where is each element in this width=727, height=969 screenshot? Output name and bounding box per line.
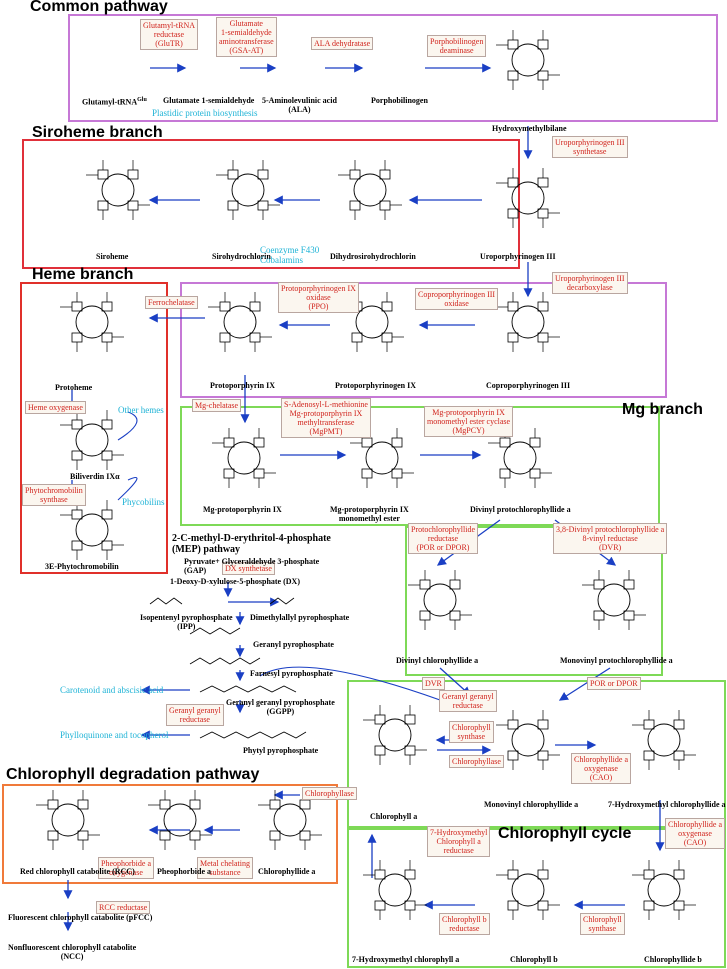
enzyme-rcc-reductase: RCC reductase	[96, 901, 151, 914]
enzyme-chlb-reductase: Chlorophyll b reductase	[439, 913, 490, 935]
enzyme-pbgd: Porphobilinogen deaminase	[427, 35, 487, 57]
degradation-box	[2, 784, 338, 884]
section-title-degradation: Chlorophyll degradation pathway	[6, 766, 260, 783]
enzyme-mgpmt: S-Adenosyl-L-methionine Mg-protoporphyri…	[281, 398, 371, 438]
compound-dmapp: Dimethylallyl pyrophosphate	[250, 613, 350, 622]
enzyme-dx-synthetase: DX synthetase	[222, 562, 275, 575]
compound-protoporphyrin-ix: Protoporphyrin IX	[210, 381, 275, 390]
enzyme-ggr-1: Geranyl geranyl reductase	[439, 690, 497, 712]
compound-monovinyl-chlorophyllide: Monovinyl chlorophyllide a	[484, 800, 579, 809]
molecule-structures	[35, 29, 697, 921]
section-title-siroheme: Siroheme branch	[32, 124, 163, 141]
enzyme-chlorophyllase-1: Chlorophyllase	[449, 755, 504, 768]
compound-mg-protoporphyrin-me: Mg-protoporphyrin IX monomethyl ester	[330, 505, 409, 523]
enzyme-alad: ALA dehydratase	[311, 37, 374, 50]
compound-uroporphyrinogen-iii: Uroporphyrinogen III	[480, 252, 556, 261]
enzyme-dvr-1: 3,8-Divinyl protochlorophyllide a 8-viny…	[553, 523, 668, 554]
enzyme-chlorophyllase-2: Chlorophyllase	[302, 787, 357, 800]
compound-hydroxymethyl-chlorophyll-a: 7-Hydroxymethyl chlorophyll a	[352, 955, 460, 964]
side-plastidic-protein: Plastidic protein biosynthesis	[152, 108, 258, 118]
compound-ncc: Nonfluorescent chlorophyll catabolite (N…	[8, 943, 137, 961]
compound-protoheme: Protoheme	[55, 383, 93, 392]
compound-fpp: Farnesyl pyrophosphate	[250, 669, 333, 678]
compound-divinyl-chlorophyllide: Divinyl chlorophyllide a	[396, 656, 479, 665]
compound-phytyl-pp: Phytyl pyrophosphate	[243, 746, 319, 755]
compound-pyruvate-gap: Pyruvate+ Glyceraldehyde 3-phosphate (GA…	[184, 557, 320, 575]
compound-siroheme: Siroheme	[96, 252, 129, 261]
compound-chlorophyll-a: Chlorophyll a	[370, 812, 418, 821]
enzyme-urod: Uroporphyrinogen III decarboxylase	[552, 272, 628, 294]
compound-pfcc: Fluorescent chlorophyll catabolite (pFCC…	[8, 913, 153, 922]
compound-coproporphyrinogen-iii: Coproporphyrinogen III	[486, 381, 571, 390]
enzyme-pcbs: Phytochromobilin synthase	[22, 484, 86, 506]
section-title-mg: Mg branch	[622, 401, 703, 418]
chlorophyll-cycle-box	[347, 828, 726, 968]
enzyme-mcs: Metal chelating substance	[197, 857, 253, 879]
enzyme-por: Protochlorophyllide reductase (POR or DP…	[408, 523, 478, 554]
enzyme-ferrochelatase: Ferrochelatase	[145, 296, 198, 309]
mg-branch-lower-box	[405, 526, 663, 676]
enzyme-chlorophyll-synthase: Chlorophyll synthase	[449, 721, 494, 743]
compound-phytochromobilin: 3E-Phytochromobilin	[45, 562, 119, 571]
enzyme-hmcr: 7-Hydroxymethyl Chlorophyll a reductase	[427, 826, 491, 857]
compound-dx: 1-Deoxy-D-xylulose-5-phosphate (DX)	[170, 577, 300, 586]
side-carotenoid: Carotenoid and abscisic acid	[60, 685, 164, 695]
common-pathway-box	[68, 14, 718, 122]
enzyme-chlorophyll-synthase-2: Chlorophyll synthase	[580, 913, 625, 935]
compound-hydroxymethyl-chlorophyllide: 7-Hydroxymethyl chlorophyllide a	[608, 800, 726, 809]
compound-glutamyl-trna-sup: Glu	[137, 97, 147, 103]
compound-sirohydrochlorin: Sirohydrochlorin	[212, 252, 271, 261]
compound-gpp: Geranyl pyrophosphate	[253, 640, 334, 649]
compound-ala: 5-Aminolevulinic acid (ALA)	[262, 96, 337, 114]
enzyme-pao: Pheophorbide a oxygenase	[98, 857, 154, 879]
compound-rcc: Red chlorophyll catabolite (RCC)	[20, 867, 135, 876]
siroheme-branch-box	[22, 139, 520, 269]
section-title-cycle: Chlorophyll cycle	[498, 825, 632, 842]
compound-ipp: Isopentenyl pyrophosphate (IPP)	[140, 613, 233, 631]
enzyme-cpox: Coproporphyrinogen III oxidase	[415, 288, 499, 310]
compound-pbg: Porphobilinogen	[371, 96, 428, 105]
enzyme-uros: Uroporphyrinogen III synthetase	[552, 136, 628, 158]
side-coenzyme-f430: Coenzyme F430 Cobalamins	[260, 245, 320, 265]
enzyme-heme-oxygenase: Heme oxygenase	[25, 401, 86, 414]
compound-chlorophyllide-a: Chlorophyllide a	[258, 867, 316, 876]
compound-pheophorbide: Pheophorbide a	[157, 867, 212, 876]
side-other-hemes: Other hemes	[118, 405, 164, 415]
compound-mg-protoporphyrin: Mg-protoporphyrin IX	[203, 505, 282, 514]
enzyme-mg-chelatase: Mg-chelatase	[192, 399, 242, 412]
compound-gsa: Glutamate 1-semialdehyde	[163, 96, 255, 105]
enzyme-por-2: POR or DPOR	[587, 677, 641, 690]
chlorophyll-a-box	[347, 680, 726, 828]
compound-dihydrosirohydrochlorin: Dihydrosirohydrochlorin	[330, 252, 416, 261]
compound-chlorophyllide-b: Chlorophyllide b	[644, 955, 702, 964]
section-title-common: Common pathway	[30, 0, 168, 15]
compound-protoporphyrinogen-ix: Protoporphyrinogen IX	[335, 381, 416, 390]
compound-divinyl-protochlorophyllide: Divinyl protochlorophyllide a	[470, 505, 571, 514]
compound-ggpp: Geranyl geranyl pyrophosphate (GGPP)	[226, 698, 335, 716]
enzyme-ppo: Protoporphyrinogen IX oxidase (PPO)	[278, 282, 359, 313]
enzyme-gsaat: Glutamate 1-semialdehyde aminotransferas…	[216, 17, 277, 57]
enzyme-glutr: Glutamyl-tRNA reductase (GluTR)	[140, 19, 198, 50]
enzyme-mgpcy: Mg-protoporphyrin IX monomethyl ester cy…	[424, 406, 514, 437]
compound-biliverdin: Biliverdin IXα	[70, 472, 120, 481]
enzyme-ggr-2: Geranyl geranyl reductase	[166, 704, 224, 726]
mep-pathway-label: 2-C-methyl-D-erythritol-4-phosphate (MEP…	[172, 533, 331, 555]
enzyme-cao-2: Chlorophyllide a oxygenase (CAO)	[665, 818, 725, 849]
compound-chlorophyll-b: Chlorophyll b	[510, 955, 558, 964]
heme-branch-box	[20, 282, 168, 574]
compound-glutamyl-trna: Glutamyl-tRNAGlu	[82, 96, 147, 107]
compound-monovinyl-protochlorophyllide: Monovinyl protochlorophyllide a	[560, 656, 673, 665]
side-phylloquinone: Phylloquinone and tocopherol	[60, 730, 169, 740]
section-title-heme: Heme branch	[32, 266, 134, 283]
compound-hmb: Hydroxymethylbilane	[492, 124, 567, 133]
compound-glutamyl-trna-label: Glutamyl-tRNA	[82, 97, 138, 107]
enzyme-cao-1: Chlorophyllide a oxygenase (CAO)	[571, 753, 631, 784]
enzyme-dvr-2: DVR	[422, 677, 445, 690]
common-lower-box	[180, 282, 667, 398]
side-phycobilins: Phycobilins	[122, 497, 165, 507]
